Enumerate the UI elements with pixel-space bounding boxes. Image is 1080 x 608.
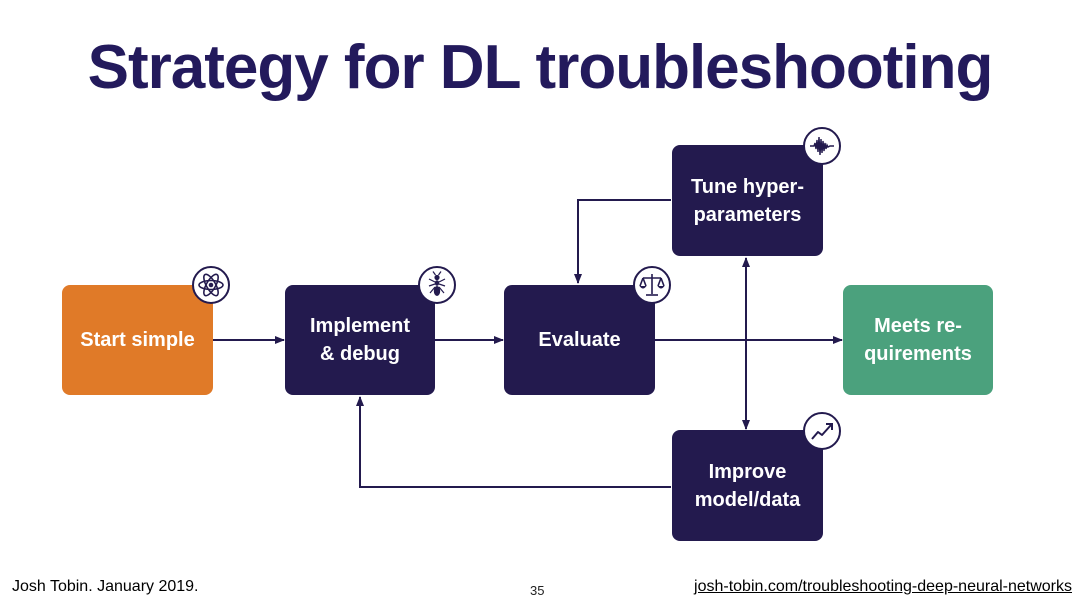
node-tune-hyperparameters: Tune hyper- parameters xyxy=(672,145,823,256)
node-evaluate-label: Evaluate xyxy=(538,329,621,351)
scales-icon xyxy=(633,266,671,304)
node-implement-debug-label: Implement & debug xyxy=(309,315,411,365)
node-implement-debug: Implement & debug xyxy=(285,285,435,395)
node-start-simple-label: Start simple xyxy=(80,329,195,351)
node-evaluate: Evaluate xyxy=(504,285,655,395)
node-start-simple: Start simple xyxy=(62,285,213,395)
arrow-improve-to-implement xyxy=(356,396,671,488)
node-meets-requirements: Meets re- quirements xyxy=(843,285,993,395)
atom-icon xyxy=(192,266,230,304)
footer-link[interactable]: josh-tobin.com/troubleshooting-deep-neur… xyxy=(694,578,1072,595)
page-number: 35 xyxy=(530,583,545,598)
page-title: Strategy for DL troubleshooting xyxy=(87,33,994,102)
ant-bug-icon xyxy=(418,266,456,304)
node-improve-model-data: Improve model/data xyxy=(672,430,823,541)
node-tune-hyperparameters-label: Tune hyper- parameters xyxy=(691,175,804,226)
node-improve-model-data-label: Improve model/data xyxy=(694,460,801,511)
trend-chart-icon xyxy=(803,412,841,450)
footer-author: Josh Tobin. January 2019. xyxy=(12,578,199,595)
node-meets-requirements-label: Meets re- quirements xyxy=(864,315,972,365)
waveform-icon xyxy=(803,127,841,165)
arrow-tune-to-evaluate xyxy=(574,199,671,284)
